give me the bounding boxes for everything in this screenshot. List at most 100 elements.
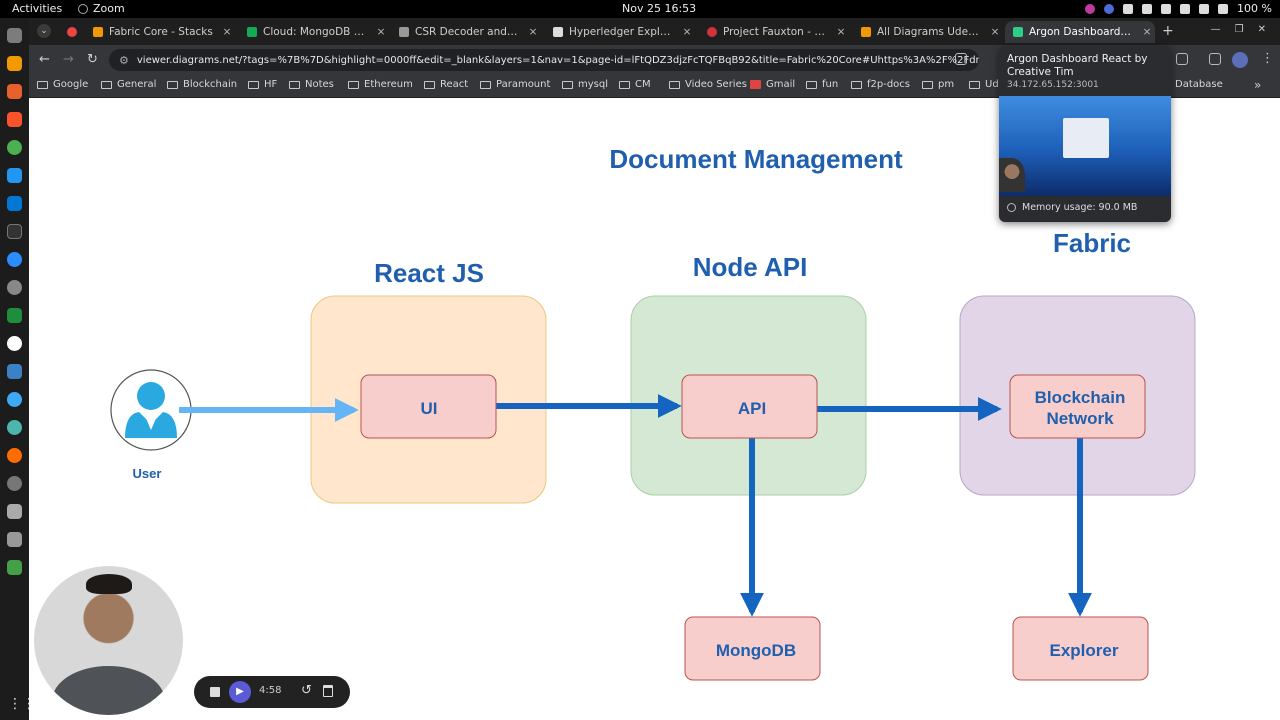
tab[interactable]: CSR Decoder and Certif × xyxy=(391,21,541,43)
bookmark-item[interactable]: fun xyxy=(806,79,838,90)
webcam-overlay[interactable] xyxy=(34,566,183,715)
system-tray[interactable]: 100 % xyxy=(1085,2,1272,15)
react-group-label: React JS xyxy=(374,258,484,288)
folder-icon xyxy=(922,80,933,89)
forward-button[interactable]: → xyxy=(63,52,74,67)
brave-icon[interactable] xyxy=(7,112,22,127)
tab-strip: ⌄ Fabric Core - Stacks × Cloud: MongoDB … xyxy=(29,18,1280,45)
app-icon-6[interactable] xyxy=(7,364,22,379)
address-bar[interactable]: ⚙ viewer.diagrams.net/?tags=%7B%7D&highl… xyxy=(109,49,979,71)
delete-icon[interactable] xyxy=(323,685,333,697)
app-icon-7[interactable] xyxy=(7,420,22,435)
bookmark-label: Ethereum xyxy=(364,79,413,90)
bookmark-label: CM xyxy=(635,79,651,90)
restart-icon[interactable]: ↺ xyxy=(301,683,312,698)
bookmark-item[interactable]: Gmail xyxy=(750,79,795,90)
app-icon-3[interactable] xyxy=(7,280,22,295)
trash-icon[interactable] xyxy=(7,560,22,575)
back-button[interactable]: ← xyxy=(39,52,50,67)
app-icon-9[interactable] xyxy=(7,504,22,519)
recording-tab[interactable] xyxy=(59,21,85,43)
tab[interactable]: Cloud: MongoDB Cloud × xyxy=(239,21,389,43)
restore-icon[interactable]: ❐ xyxy=(1234,24,1244,35)
tab-search-icon[interactable]: ⌄ xyxy=(37,24,51,38)
tab-favicon xyxy=(399,27,409,37)
vscode-icon[interactable] xyxy=(7,196,22,211)
diagram-title: Document Management xyxy=(609,144,903,174)
folder-icon xyxy=(619,80,630,89)
app-icon-10[interactable] xyxy=(7,532,22,547)
tab-label: Project Fauxton - datab xyxy=(723,26,827,38)
blockchain-label-line1: Blockchain xyxy=(1035,388,1126,407)
site-info-icon[interactable]: ⚙ xyxy=(119,53,129,67)
new-tab-button[interactable]: + xyxy=(1162,23,1174,39)
bookmark-item[interactable]: Paramount xyxy=(480,79,550,90)
bookmark-item[interactable]: Ude xyxy=(969,79,1005,90)
profile-avatar[interactable] xyxy=(1232,52,1248,68)
bookmark-item[interactable]: React xyxy=(424,79,468,90)
tray-app-icon[interactable] xyxy=(1085,3,1096,14)
tab-active[interactable]: Argon Dashboard Reac × xyxy=(1005,21,1155,43)
folder-icon xyxy=(669,80,680,89)
bookmark-item[interactable]: Video Series xyxy=(669,79,747,90)
recording-time: 4:58 xyxy=(259,685,282,696)
side-panel-icon[interactable] xyxy=(1209,53,1221,65)
zoom-app-indicator[interactable]: Zoom xyxy=(78,2,125,15)
files-icon[interactable] xyxy=(7,28,22,43)
postman-icon[interactable] xyxy=(7,448,22,463)
bookmark-item[interactable]: Blockchain xyxy=(167,79,237,90)
close-icon[interactable]: × xyxy=(682,26,692,38)
tab[interactable]: Hyperledger Explorer × xyxy=(545,21,695,43)
bookmark-label: Ude xyxy=(985,79,1005,90)
close-icon[interactable]: × xyxy=(836,26,846,38)
folder-icon xyxy=(562,80,573,89)
stop-icon[interactable] xyxy=(210,687,220,697)
tab[interactable]: All Diagrams Udemy: C × xyxy=(853,21,1003,43)
diagrams-icon[interactable] xyxy=(7,56,22,71)
app-icon[interactable] xyxy=(7,84,22,99)
menu-icon[interactable]: ⋮ xyxy=(1261,51,1274,66)
bookmark-item[interactable]: Notes xyxy=(289,79,334,90)
bookmark-item[interactable]: mysql xyxy=(562,79,608,90)
close-icon[interactable]: × xyxy=(1142,26,1152,38)
bookmark-item[interactable]: General xyxy=(101,79,156,90)
blockchain-label-line2: Network xyxy=(1046,409,1114,428)
clock[interactable]: Nov 25 16:53 xyxy=(622,2,697,15)
close-window-icon[interactable]: ✕ xyxy=(1257,24,1266,35)
chrome-icon[interactable] xyxy=(7,140,22,155)
close-icon[interactable]: × xyxy=(376,26,386,38)
help-icon[interactable] xyxy=(7,392,22,407)
play-icon[interactable]: ▶ xyxy=(229,681,251,703)
close-icon[interactable]: × xyxy=(990,26,1000,38)
bookmark-item[interactable]: Ethereum xyxy=(348,79,413,90)
terminal-icon[interactable] xyxy=(7,224,22,239)
folder-icon xyxy=(851,80,862,89)
app-icon-5[interactable] xyxy=(7,336,22,351)
activities-button[interactable]: Activities xyxy=(12,2,63,15)
minimize-icon[interactable]: — xyxy=(1210,24,1221,35)
more-bookmarks-icon[interactable]: » xyxy=(1254,78,1262,92)
close-icon[interactable]: × xyxy=(222,26,232,38)
extensions-icon[interactable] xyxy=(1176,53,1188,65)
folder-icon xyxy=(37,80,48,89)
tab-favicon xyxy=(247,27,257,37)
tab-label: Argon Dashboard Reac xyxy=(1029,26,1133,38)
bookmark-item[interactable]: HF xyxy=(248,79,277,90)
bluetooth-icon xyxy=(1161,3,1172,14)
bookmark-item[interactable]: Google xyxy=(37,79,88,90)
bookmark-item[interactable]: pm xyxy=(922,79,954,90)
app-icon-4[interactable] xyxy=(7,308,22,323)
bookmark-item[interactable]: f2p-docs xyxy=(851,79,910,90)
install-app-icon[interactable] xyxy=(955,53,967,65)
app-icon-2[interactable] xyxy=(7,168,22,183)
tab[interactable]: Project Fauxton - datab × xyxy=(699,21,849,43)
app-icon-8[interactable] xyxy=(7,476,22,491)
reload-button[interactable]: ↻ xyxy=(87,52,98,67)
close-icon[interactable]: × xyxy=(528,26,538,38)
zoom-dock-icon[interactable] xyxy=(7,252,22,267)
tray-app-icon-2[interactable] xyxy=(1104,3,1115,14)
tab[interactable]: Fabric Core - Stacks × xyxy=(85,21,235,43)
bookmark-item[interactable]: CM xyxy=(619,79,651,90)
user-label: User xyxy=(133,466,162,481)
bookmarks-bar: Google General Blockchain HF Notes Ethereum Re… xyxy=(29,75,1280,98)
